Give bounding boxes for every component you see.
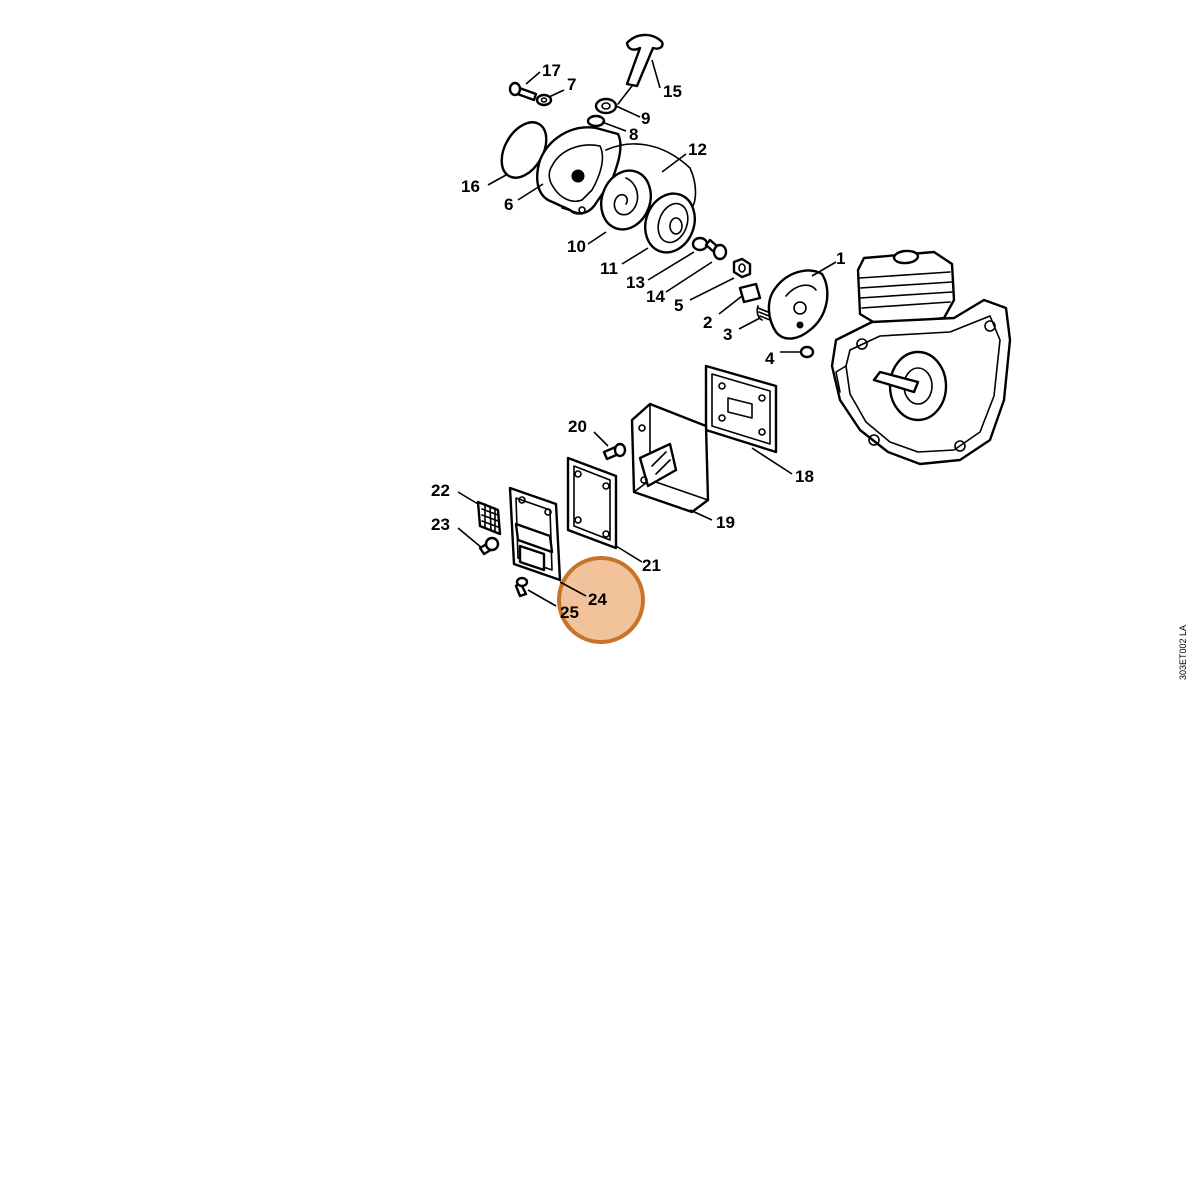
- label-part-6[interactable]: 6: [504, 195, 513, 214]
- label-part-18[interactable]: 18: [795, 467, 814, 486]
- label-part-4[interactable]: 4: [765, 349, 775, 368]
- pawl: [738, 282, 762, 304]
- label-part-10[interactable]: 10: [567, 237, 586, 256]
- muffler-housing: [630, 402, 710, 514]
- washer-13: [691, 236, 709, 252]
- label-part-1[interactable]: 1: [836, 249, 845, 268]
- spark-arrestor-screen: [476, 500, 502, 536]
- drawing-code: 303ET002 LA: [1178, 625, 1188, 680]
- washer-7: [535, 93, 553, 107]
- fan-housing: [536, 126, 622, 215]
- label-part-7[interactable]: 7: [567, 75, 576, 94]
- label-part-24[interactable]: 24: [588, 590, 607, 609]
- washer-4: [799, 345, 815, 359]
- label-part-9[interactable]: 9: [641, 109, 650, 128]
- starter-rope: [605, 143, 697, 209]
- screw-23: [478, 536, 500, 556]
- engine-crankcase: [830, 249, 1012, 466]
- leader-lines: [457, 59, 837, 607]
- starter-grip: [617, 33, 664, 105]
- screw-25: [514, 576, 529, 598]
- label-part-23[interactable]: 23: [431, 515, 450, 534]
- label-part-8[interactable]: 8: [629, 125, 638, 144]
- label-part-16[interactable]: 16: [461, 177, 480, 196]
- label-part-5[interactable]: 5: [674, 296, 683, 315]
- label-part-17[interactable]: 17: [542, 61, 561, 80]
- label-part-22[interactable]: 22: [431, 481, 450, 500]
- label-part-20[interactable]: 20: [568, 417, 587, 436]
- nut: [732, 257, 752, 279]
- rope-rotor: [644, 192, 696, 254]
- label-part-12[interactable]: 12: [688, 140, 707, 159]
- label-part-2[interactable]: 2: [703, 313, 712, 332]
- rope-guide-bush: [594, 97, 618, 115]
- screw-14: [704, 238, 728, 261]
- gasket-21: [566, 456, 618, 550]
- fan-wheel: [767, 269, 829, 340]
- ring: [586, 114, 606, 128]
- label-part-11[interactable]: 11: [600, 259, 618, 278]
- label-part-15[interactable]: 15: [663, 82, 682, 101]
- rewind-spring: [600, 169, 652, 231]
- label-part-13[interactable]: 13: [626, 273, 645, 292]
- label-part-3[interactable]: 3: [723, 325, 732, 344]
- label-part-19[interactable]: 19: [716, 513, 735, 532]
- part-labels: 1 2 3 4 5 6 7 8 9 10 11 12 13 14 15 16 1…: [431, 61, 845, 622]
- muffler-gasket: [704, 364, 778, 454]
- highlight-marker[interactable]: [557, 556, 645, 644]
- label-part-25[interactable]: 25: [560, 603, 579, 622]
- label-part-21[interactable]: 21: [642, 556, 661, 575]
- spring-3: [756, 305, 771, 321]
- screw-20: [602, 442, 627, 461]
- screw-17: [508, 81, 538, 102]
- cover-plate: [508, 486, 562, 582]
- label-part-14[interactable]: 14: [646, 287, 665, 306]
